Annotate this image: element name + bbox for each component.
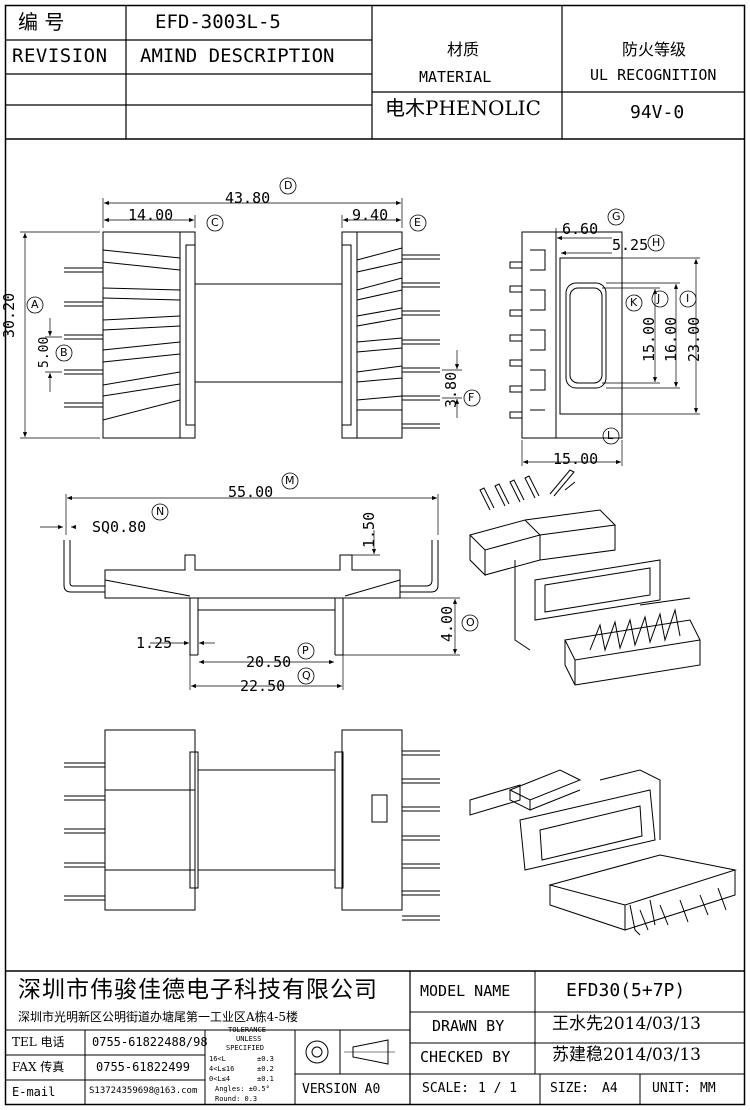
unit-value: MM [700,1081,716,1096]
dim-43-80: 43.80 [225,189,271,207]
marker-a: A [31,298,39,311]
marker-d: D [284,179,293,192]
scale-label: SCALE: [422,1081,469,1096]
tol-value-3: ±0.1 [257,1075,274,1083]
email-label: E-mail [12,1085,56,1099]
ul-cn: 防火等级 [622,40,687,59]
dim-5-25: 5.25 [612,236,649,254]
fax-value: 0755-61822499 [96,1060,190,1074]
marker-b: B [60,346,68,359]
front-view [20,198,462,439]
tol-value-2: ±0.2 [257,1065,274,1073]
dim-9-40: 9.40 [352,206,389,224]
top-view [64,729,440,921]
marker-j: J [657,292,661,305]
number-label: 编 号 [18,10,65,34]
marker-e: E [414,216,421,229]
dim-55-00: 55.00 [228,483,274,501]
ul-en: UL RECOGNITION [590,66,717,84]
dim-20-50: 20.50 [246,653,292,671]
tolerance-title: TOLERANCE [228,1026,266,1034]
tol-range-2: 4<L≤16 [209,1065,235,1073]
projection-symbol [305,1039,395,1065]
tol-range-3: 0<L≤4 [209,1075,231,1083]
dim-1-50: 1.50 [360,511,378,548]
company-name: 深圳市伟骏佳德电子科技有限公司 [18,977,378,1003]
revision-label: REVISION [12,45,108,67]
dim-3-80: 3.80 [442,371,460,408]
marker-q: Q [302,669,311,682]
tel-label: TEL 电话 [12,1035,65,1049]
dim-30-20: 30.20 [0,292,18,338]
version: VERSION A0 [302,1082,381,1097]
material-en: MATERIAL [419,68,492,86]
fax-label: FAX 传真 [12,1060,65,1074]
dim-5-00: 5.00 [37,336,52,368]
size-label: SIZE: [550,1081,590,1096]
marker-l: L [607,429,614,442]
dim-6-60: 6.60 [562,220,599,238]
checked-by-label: CHECKED BY [420,1048,511,1066]
marker-m: M [285,474,295,487]
marker-f: F [468,391,475,404]
model-name-label: MODEL NAME [420,982,511,1000]
tol-range-1: 16<L [209,1055,226,1063]
tel-value: 0755-61822488/98 [92,1035,208,1049]
material-value: 电木PHENOLIC [385,96,541,120]
checked-by-value: 苏建稳2014/03/13 [552,1045,701,1065]
dim-15-00-horizontal: 15.00 [553,450,599,468]
email-value: S13724359698@163.com [89,1086,198,1096]
drawn-by-label: DRAWN BY [432,1017,505,1035]
marker-p: P [302,644,309,657]
tol-angles: Angles: ±0.5° [215,1085,270,1093]
marker-g: G [612,210,621,223]
drawn-by-value: 王水先2014/03/13 [552,1014,701,1034]
isometric-view-pins-down [469,769,737,936]
marker-n: N [156,505,165,518]
part-number: EFD-3003L-5 [155,11,281,33]
marker-k: K [630,296,638,309]
tolerance-specified: SPECIFIED [226,1044,264,1052]
tolerance-unless: UNLESS [236,1035,262,1043]
dim-16-00: 16.00 [662,316,680,362]
material-cn: 材质 [447,40,480,59]
dim-23-00: 23.00 [685,316,703,362]
amind-description-label: AMIND DESCRIPTION [140,45,335,67]
dim-22-50: 22.50 [240,677,286,695]
marker-h: H [652,236,661,249]
unit-label: UNIT: [652,1081,692,1096]
isometric-view-pins-up [469,469,701,686]
tol-round: Round: 0.3 [215,1095,258,1103]
scale-value: 1 / 1 [478,1081,518,1096]
dim-15-00-vertical: 15.00 [640,316,658,362]
bottom-view [40,494,460,690]
ul-value: 94V-0 [630,102,685,123]
dim-4-00: 4.00 [438,605,456,642]
tol-value-1: ±0.3 [257,1055,274,1063]
dim-14-00: 14.00 [128,206,174,224]
side-view [509,228,700,466]
marker-o: O [466,616,475,629]
marker-i: I [686,292,690,305]
company-address: 深圳市光明新区公明街道办塘尾第一工业区A栋4-5楼 [18,1010,298,1024]
dim-1-25: 1.25 [136,634,173,652]
marker-c: C [211,216,219,229]
dim-sq-0-80: SQ0.80 [92,518,147,536]
model-name-value: EFD30(5+7P) [566,980,686,1001]
size-value: A4 [602,1081,618,1096]
